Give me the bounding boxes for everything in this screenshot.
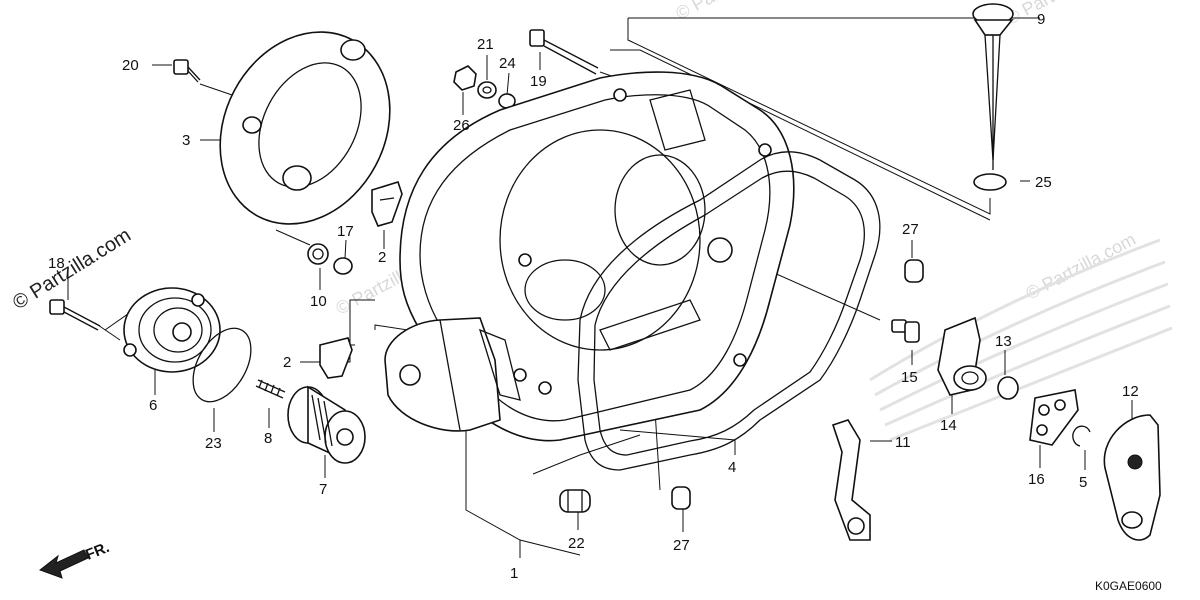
clip-part-upper [371,181,403,227]
part-label-5: 5 [1079,474,1087,491]
lever-part [831,419,871,541]
part-label-27: 27 [902,221,919,238]
part-label-11: 11 [895,434,911,451]
front-direction-arrow-icon [38,549,89,579]
part-label-14: 14 [940,417,957,434]
nut-washer-parts [453,65,516,109]
front-direction-label: FR. [83,539,112,564]
part-label-27: 27 [673,537,690,554]
part-label-23: 23 [205,435,222,452]
part-label-1: 1 [510,565,518,582]
part-label-4: 4 [728,459,736,476]
dipstick-part [972,3,1014,170]
plug-parts [307,243,353,275]
part-label-17: 17 [337,223,354,240]
part-label-18: 18 [48,255,65,272]
gasket-part [577,151,881,471]
cover-disc-part [219,31,391,225]
part-label-19: 19 [530,73,547,90]
side-cover-part [1103,414,1161,541]
part-label-7: 7 [319,481,327,498]
watermark-text: © Partzilla.com [1022,229,1138,304]
part-label-6: 6 [149,397,157,414]
part-label-24: 24 [499,55,516,72]
part-label-10: 10 [310,293,327,310]
part-label-3: 3 [182,132,190,149]
watermark-text: © Partzilla.com [1002,0,1118,29]
part-labels: 1 2 2 2 3 4 5 6 7 8 9 10 11 12 13 14 15 … [48,11,1139,582]
o-ring-part [973,173,1007,191]
bolt-part-15 [891,319,920,343]
watermark-text: © Partzilla.com [672,0,788,24]
part-label-20: 20 [122,57,139,74]
part-label-22: 22 [568,535,585,552]
brand-text: © Partzilla.com [9,224,135,314]
circlip-part [1072,425,1091,447]
oil-filter-part [287,385,366,464]
large-o-ring-part [192,327,252,403]
part-label-21: 21 [477,36,494,53]
cap-and-bolt-parts [49,287,221,373]
part-label-16: 16 [1028,471,1045,488]
part-label-26: 26 [453,117,470,134]
part-label-13: 13 [995,333,1012,350]
part-label-2: 2 [283,354,291,371]
clip-part-lower [319,337,353,379]
part-label-25: 25 [1035,174,1052,191]
ring-part [997,376,1019,400]
bolt-part [173,59,201,83]
part-label-15: 15 [901,369,918,386]
gasket-part-inner [593,170,865,456]
wing-logo-watermark [869,238,1173,442]
diagram-code: K0GAE0600 [1095,579,1162,593]
dowel-parts [671,259,924,510]
part-label-9: 9 [1037,11,1045,28]
part-label-12: 12 [1122,383,1139,400]
part-label-8: 8 [264,430,272,447]
crankcase-cover-part [384,71,795,442]
part-label-2: 2 [378,249,386,266]
bearing-part [559,489,591,513]
housing-part [937,316,987,396]
spring-part [255,379,286,399]
long-bolt-part [529,29,599,75]
plate-part [1029,389,1079,446]
